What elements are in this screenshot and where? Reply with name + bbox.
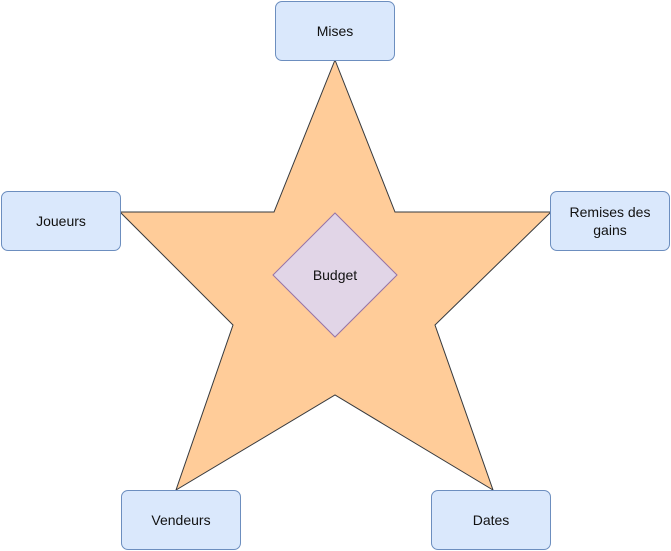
- joueurs-node[interactable]: Joueurs: [1, 191, 121, 251]
- dates-label: Dates: [472, 512, 510, 528]
- vendeurs-label: Vendeurs: [151, 512, 211, 528]
- remises-des-gains-label: Remises des gains: [569, 204, 651, 238]
- budget-diamond: [272, 212, 398, 338]
- joueurs-label: Joueurs: [36, 213, 86, 229]
- mises-node[interactable]: Mises: [275, 1, 395, 61]
- remises-des-gains-node[interactable]: Remises des gains: [550, 191, 670, 251]
- vendeurs-node[interactable]: Vendeurs: [121, 490, 241, 550]
- dates-node[interactable]: Dates: [431, 490, 551, 550]
- budget-label: Budget: [312, 267, 358, 283]
- mises-label: Mises: [316, 23, 354, 39]
